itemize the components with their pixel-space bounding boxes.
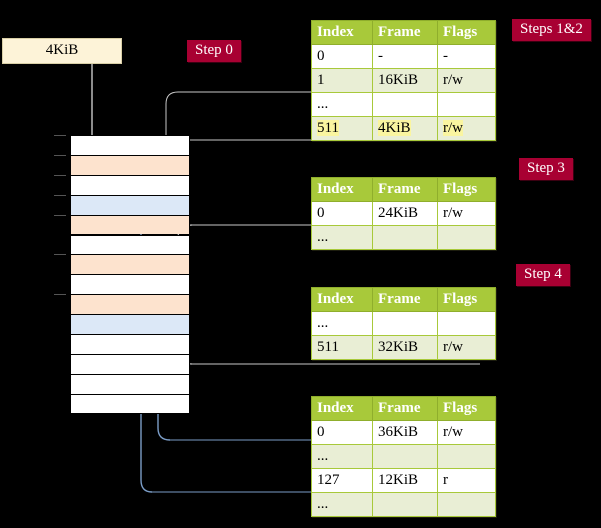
cell-flags: [437, 444, 496, 469]
column-header-frame: Frame: [372, 20, 438, 45]
cell-flags: r/w: [437, 201, 496, 226]
table-row: ...: [311, 92, 496, 117]
memory-frame-row: [70, 174, 190, 195]
table-row: ...: [311, 444, 496, 469]
column-header-index: Index: [311, 287, 373, 312]
cell-index: 1: [311, 68, 373, 93]
cell-frame: 16KiB: [372, 68, 438, 93]
column-header-frame: Frame: [372, 177, 438, 202]
memory-frame-row: [70, 393, 190, 414]
cell-frame: 32KiB: [372, 335, 438, 360]
column-header-index: Index: [311, 177, 373, 202]
memory-frame-row: [70, 214, 190, 235]
cell-flags: [437, 492, 496, 517]
cell-frame: [372, 492, 438, 517]
column-header-frame: Frame: [372, 287, 438, 312]
virtual-address-box: 4KiB: [2, 38, 122, 64]
physical-memory-column: [54, 135, 190, 414]
memory-frame-row: [70, 373, 190, 394]
table-row: ...: [311, 492, 496, 517]
memory-frame-row: [70, 194, 190, 215]
cell-flags: r/w: [437, 420, 496, 445]
column-header-flags: Flags: [437, 287, 496, 312]
memory-frame-row: [70, 274, 190, 295]
memory-frame-row: [70, 334, 190, 354]
cell-flags: [437, 311, 496, 336]
cell-frame: 4KiB: [372, 116, 438, 141]
memory-frame-row: [70, 135, 190, 155]
memory-frame-row: [70, 254, 190, 275]
memory-frame-row: [70, 154, 190, 175]
table-row: ...: [311, 311, 496, 336]
cell-index: 511: [311, 335, 373, 360]
cell-frame: 36KiB: [372, 420, 438, 445]
cell-frame: 12KiB: [372, 468, 438, 493]
table-row: 0--: [311, 44, 496, 69]
cell-frame: [372, 311, 438, 336]
cell-frame: [372, 444, 438, 469]
memory-scale-tick: [54, 154, 66, 156]
memory-scale-tick: [54, 174, 66, 176]
column-header-index: Index: [311, 20, 373, 45]
column-header-frame: Frame: [372, 396, 438, 421]
memory-scale-tick: [54, 294, 66, 296]
steps-1-2-label: Steps 1&2: [512, 19, 591, 41]
memory-frame-row: [70, 294, 190, 315]
table-row: ...: [311, 225, 496, 250]
cell-flags: [437, 225, 496, 250]
cell-flags: [437, 92, 496, 117]
cell-flags: r/w: [437, 68, 496, 93]
step-0-label: Step 0: [187, 40, 241, 62]
cell-frame: 24KiB: [372, 201, 438, 226]
cell-frame: [372, 225, 438, 250]
column-header-flags: Flags: [437, 20, 496, 45]
cell-index: ...: [311, 311, 373, 336]
cell-flags: r: [437, 468, 496, 493]
memory-scale-tick: [54, 254, 66, 256]
column-header-flags: Flags: [437, 177, 496, 202]
cell-frame: -: [372, 44, 438, 69]
column-header-flags: Flags: [437, 396, 496, 421]
memory-scale-tick: [54, 194, 66, 196]
cell-flags: r/w: [437, 116, 496, 141]
cell-flags: r/w: [437, 335, 496, 360]
cell-index: 0: [311, 201, 373, 226]
step-3-label: Step 3: [519, 158, 573, 180]
cell-flags: -: [437, 44, 496, 69]
cell-index: 0: [311, 44, 373, 69]
memory-frame-row: [70, 314, 190, 334]
memory-scale-tick: [54, 135, 66, 136]
step-4-label: Step 4: [516, 264, 570, 286]
cell-index: ...: [311, 444, 373, 469]
cell-index: ...: [311, 225, 373, 250]
cell-index: ...: [311, 92, 373, 117]
column-header-index: Index: [311, 396, 373, 421]
cell-frame: [372, 92, 438, 117]
memory-scale-tick: [54, 214, 66, 216]
cell-index: ...: [311, 492, 373, 517]
memory-frame-row: [70, 353, 190, 374]
cell-index: 0: [311, 420, 373, 445]
cell-index: 127: [311, 468, 373, 493]
memory-frame-row: [70, 234, 190, 255]
cell-index: 511: [311, 116, 373, 141]
